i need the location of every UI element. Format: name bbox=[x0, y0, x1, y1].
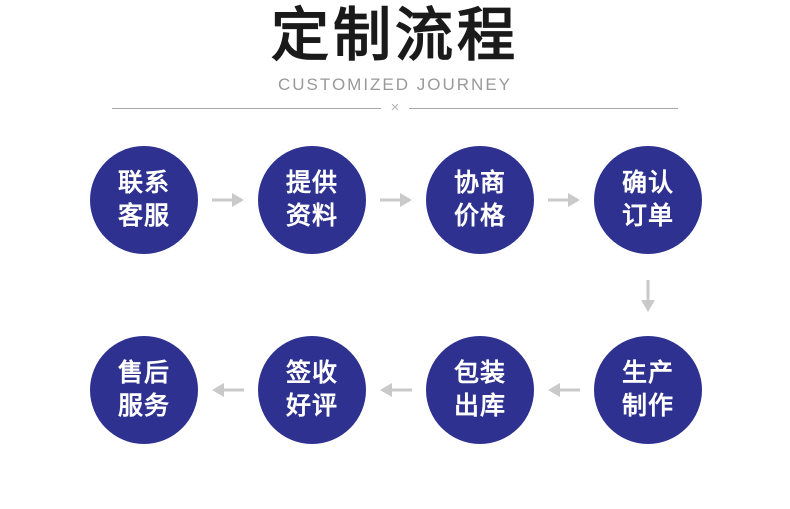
step-label-line2: 订单 bbox=[621, 202, 674, 230]
divider-line-right bbox=[409, 107, 679, 109]
step-label-line2: 出库 bbox=[453, 392, 506, 420]
step-label-line1: 提供 bbox=[285, 169, 338, 197]
step-label-line2: 好评 bbox=[285, 392, 338, 420]
step-label-line2: 资料 bbox=[285, 202, 338, 230]
arrow-right-icon bbox=[379, 191, 413, 209]
step-label-line1: 确认 bbox=[621, 169, 674, 197]
x-divider-icon: × bbox=[390, 99, 400, 116]
flow-step-provide-materials: 提供 资料 bbox=[258, 146, 366, 254]
step-label-line1: 生产 bbox=[621, 359, 674, 387]
flow-step-contact-service: 联系 客服 bbox=[90, 146, 198, 254]
page-subtitle: CUSTOMIZED JOURNEY bbox=[277, 75, 513, 94]
flow-step-packaging-shipment: 包装 出库 bbox=[426, 336, 534, 444]
divider-line-left bbox=[112, 107, 381, 109]
step-label-line2: 价格 bbox=[453, 202, 506, 230]
flow-step-production: 生产 制作 bbox=[594, 336, 702, 444]
step-label-line1: 协商 bbox=[453, 169, 506, 197]
flow-step-sign-and-review: 签收 好评 bbox=[258, 336, 366, 444]
flow-step-negotiate-price: 协商 价格 bbox=[426, 146, 534, 254]
arrow-left-icon bbox=[547, 381, 581, 399]
step-label-line1: 售后 bbox=[117, 359, 170, 387]
arrow-right-icon bbox=[211, 191, 245, 209]
step-label-line2: 制作 bbox=[621, 392, 674, 420]
step-label-line1: 联系 bbox=[117, 169, 170, 197]
page-title: 定制流程 bbox=[270, 3, 519, 68]
flow-step-after-sales-service: 售后 服务 bbox=[90, 336, 198, 444]
arrow-down-icon bbox=[639, 279, 657, 313]
step-label-line1: 签收 bbox=[285, 359, 338, 387]
arrow-left-icon bbox=[379, 381, 413, 399]
step-label-line2: 服务 bbox=[117, 392, 170, 420]
flow-step-confirm-order: 确认 订单 bbox=[594, 146, 702, 254]
step-label-line1: 包装 bbox=[453, 359, 506, 387]
step-label-line2: 客服 bbox=[117, 202, 170, 230]
arrow-right-icon bbox=[547, 191, 581, 209]
title-divider: × bbox=[112, 99, 679, 116]
arrow-left-icon bbox=[211, 381, 245, 399]
